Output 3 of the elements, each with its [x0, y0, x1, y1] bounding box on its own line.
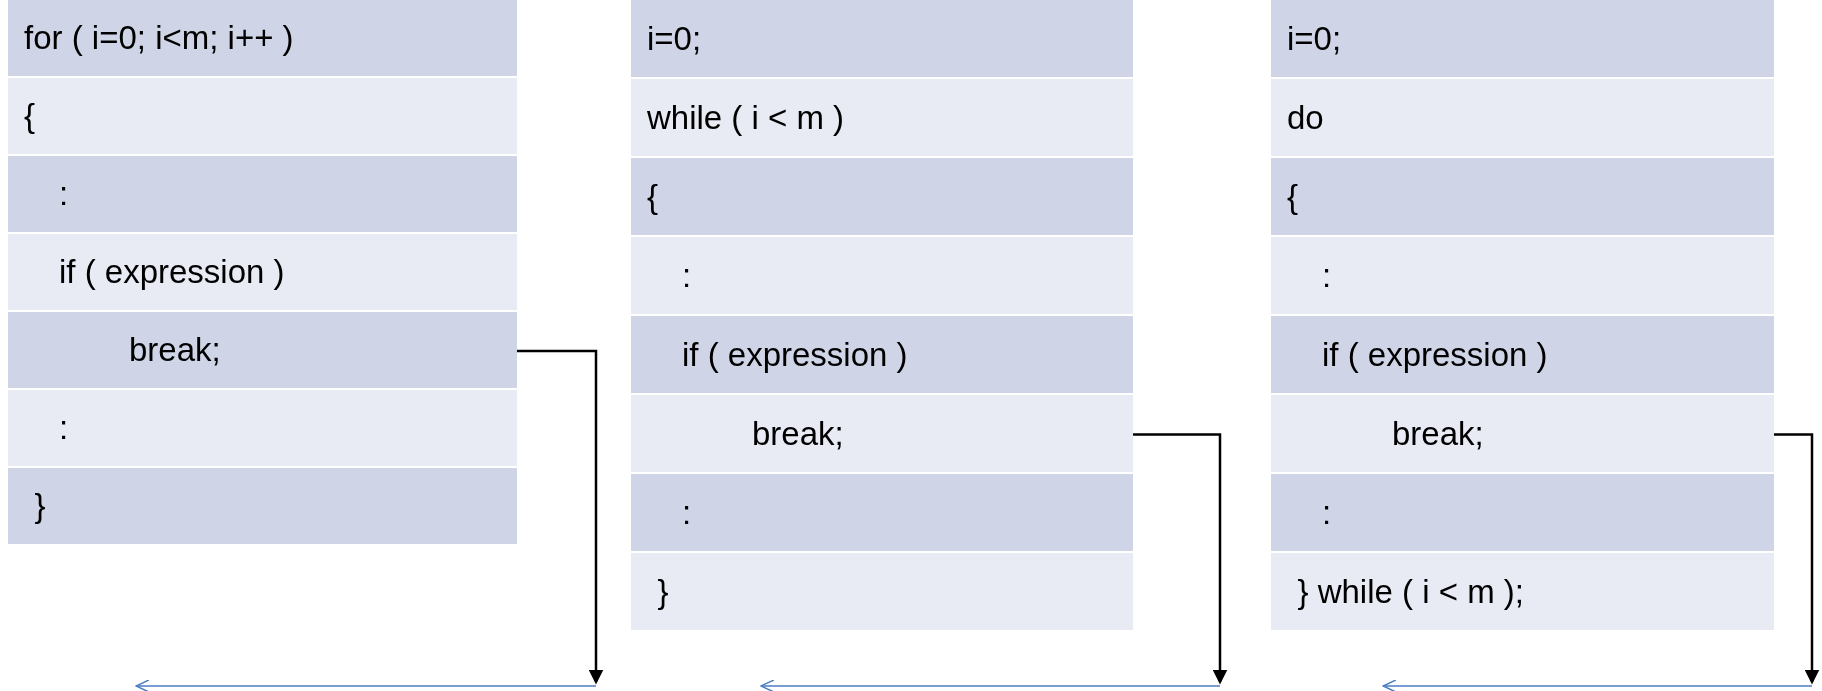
- arrow: [1774, 433, 1820, 685]
- arrow: [1133, 433, 1228, 685]
- arrow: [517, 349, 604, 685]
